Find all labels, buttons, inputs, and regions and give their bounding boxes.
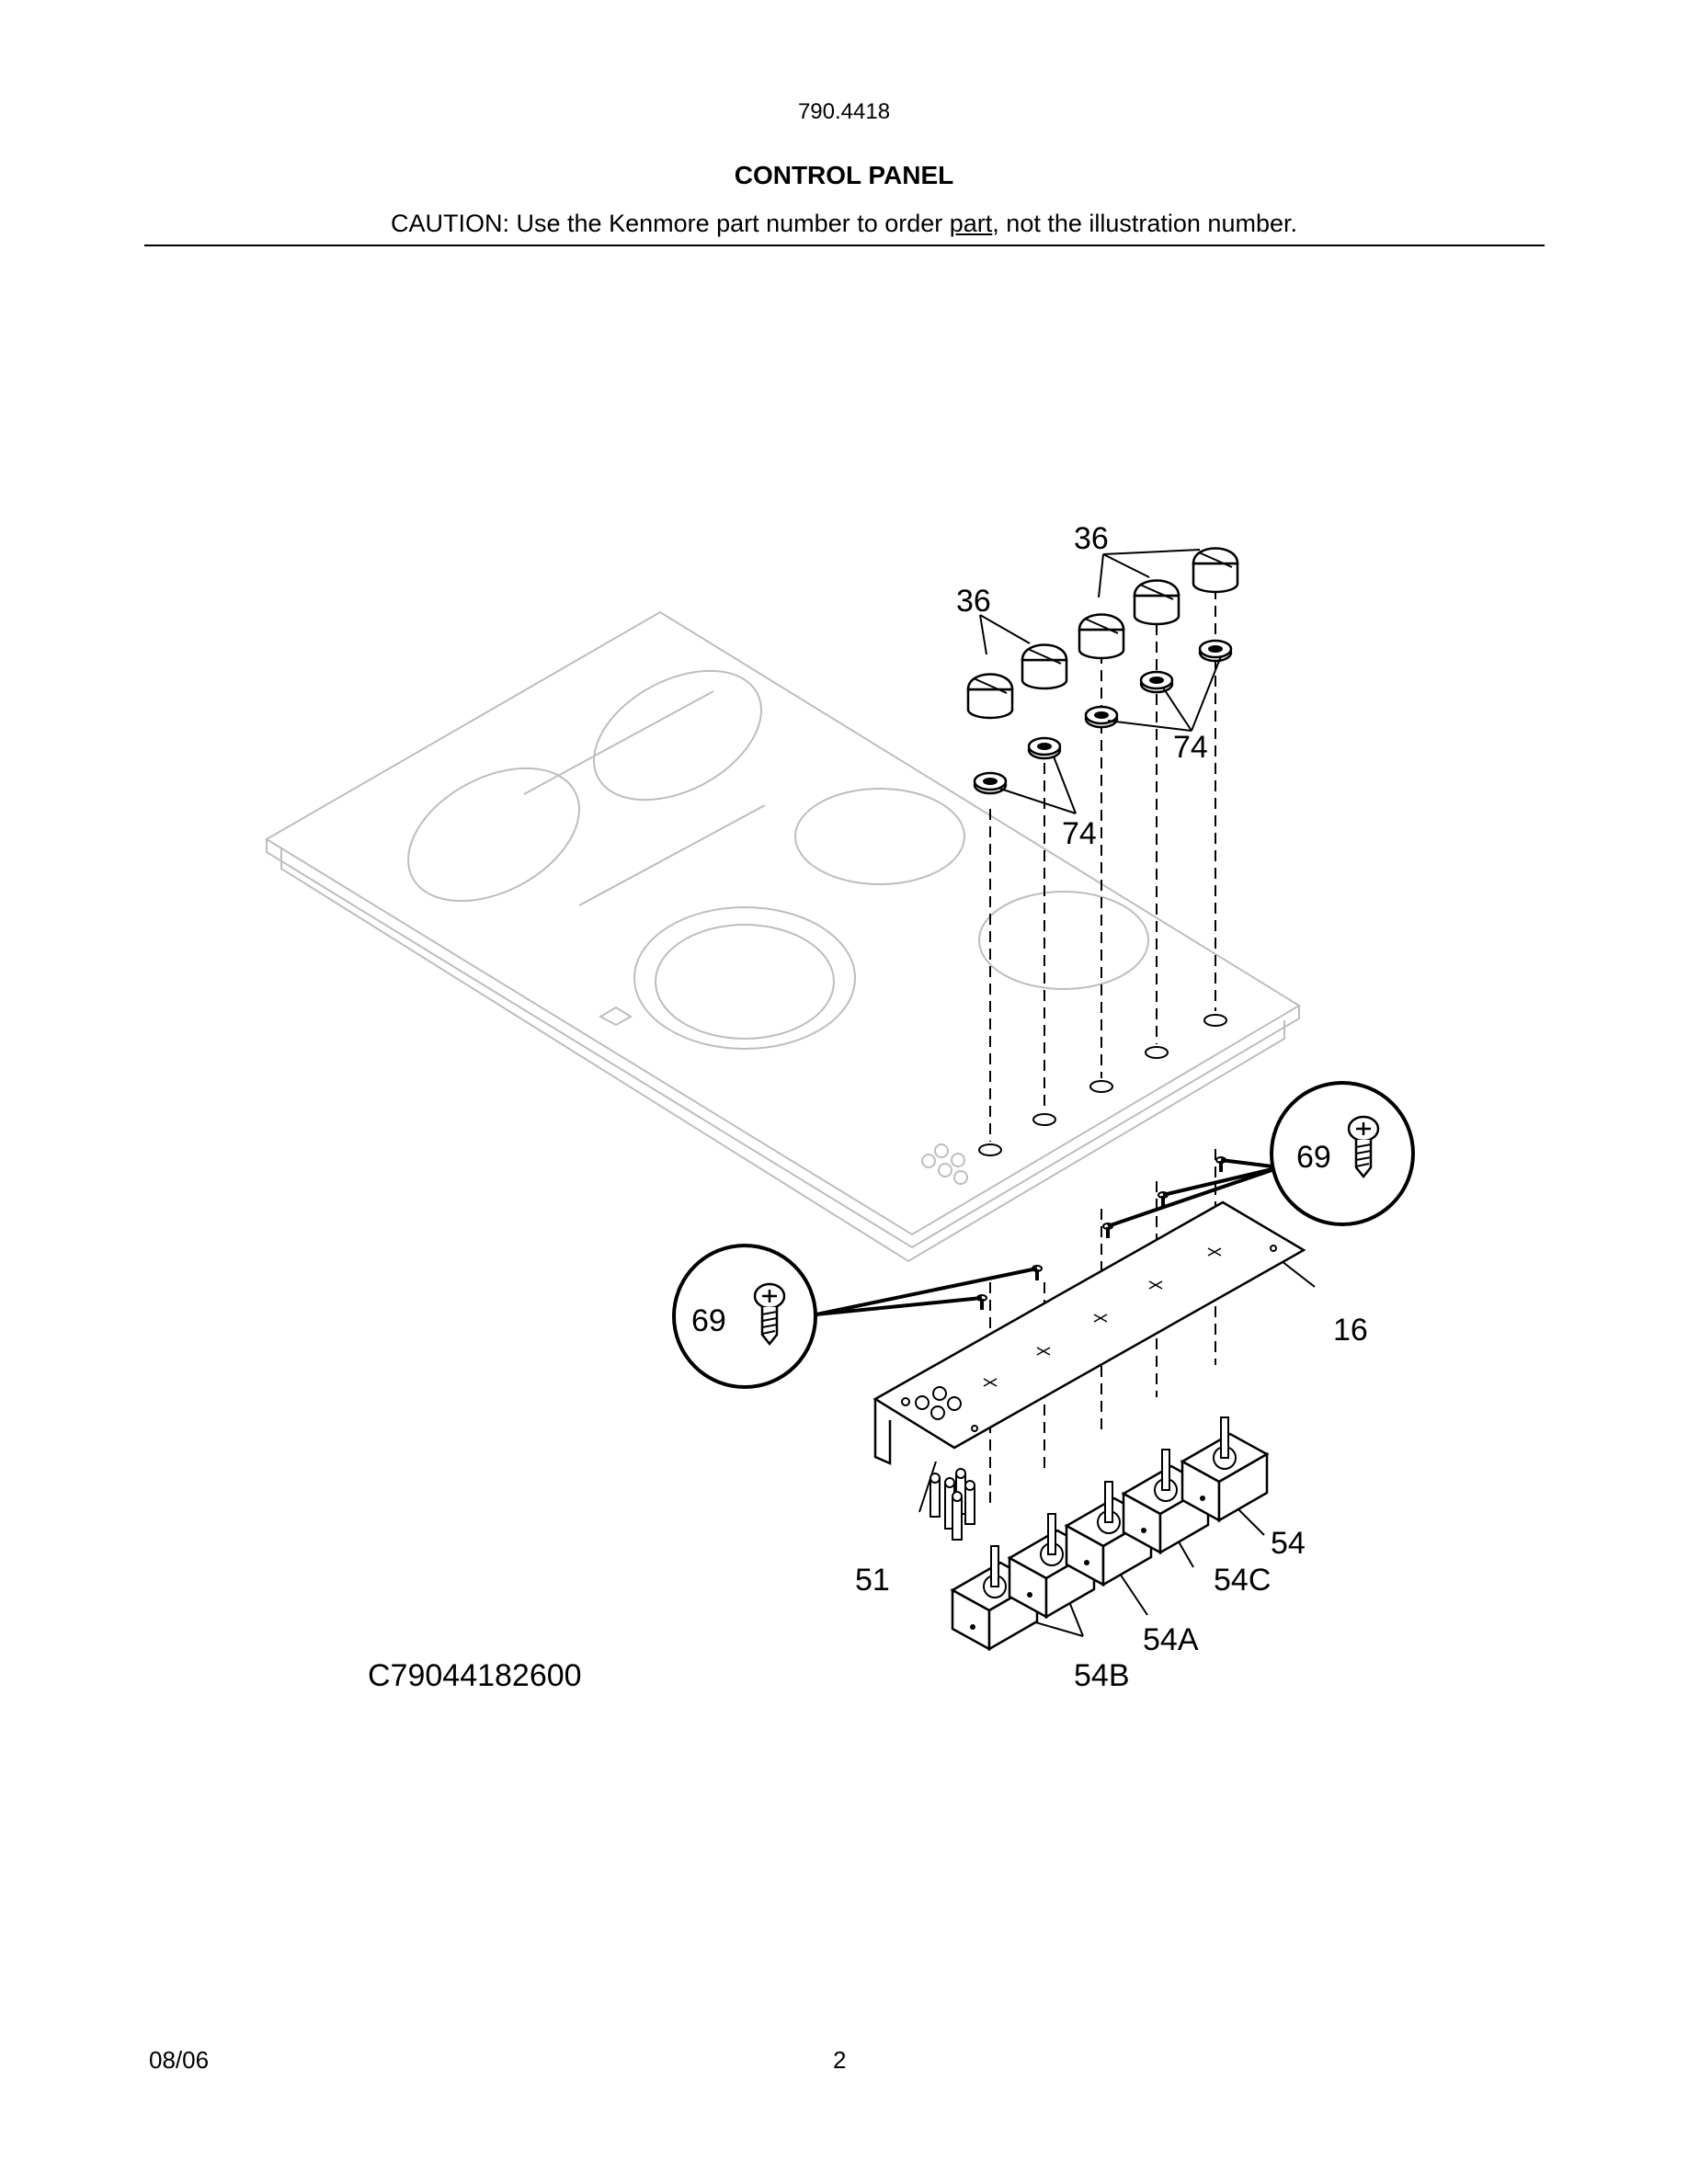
page-title: CONTROL PANEL (734, 161, 954, 189)
callout-36-right: 36 (1074, 521, 1109, 556)
callout-74-left: 74 (1062, 816, 1097, 851)
knobs (966, 547, 1239, 720)
caution-suffix: , not the illustration number. (992, 210, 1297, 237)
drawing-number: C79044182600 (368, 1658, 582, 1693)
callout-69-left: 69 (691, 1303, 726, 1338)
callout-69-right: 69 (1296, 1140, 1331, 1175)
indicator-lights (930, 1468, 975, 1541)
callout-36-left: 36 (956, 584, 991, 619)
cooktop (265, 610, 1301, 1263)
callout-54b: 54B (1074, 1658, 1130, 1693)
screw-detail-right (1270, 1081, 1415, 1226)
screw-detail-left (672, 1244, 817, 1389)
callout-54: 54 (1271, 1526, 1306, 1561)
callout-54c: 54C (1214, 1563, 1271, 1598)
header-rule (144, 245, 1545, 246)
caution-underlined: part (949, 210, 993, 237)
footer-date: 08/06 (149, 2046, 210, 2074)
model-number: 790.4418 (797, 99, 891, 124)
callout-54a: 54A (1143, 1622, 1199, 1657)
callout-51: 51 (855, 1563, 890, 1598)
screw-leaders (815, 1158, 1281, 1316)
cooktop-knob-holes (978, 1014, 1227, 1156)
callout-74-right: 74 (1173, 730, 1208, 765)
caution-prefix: CAUTION: Use the Kenmore part number to … (391, 210, 950, 237)
control-panel-bracket (873, 1200, 1306, 1465)
caution-note: CAUTION: Use the Kenmore part number to … (0, 210, 1688, 238)
switches (951, 1416, 1269, 1651)
footer-page-number: 2 (833, 2046, 847, 2074)
seals (973, 639, 1233, 795)
callout-16: 16 (1333, 1313, 1368, 1348)
